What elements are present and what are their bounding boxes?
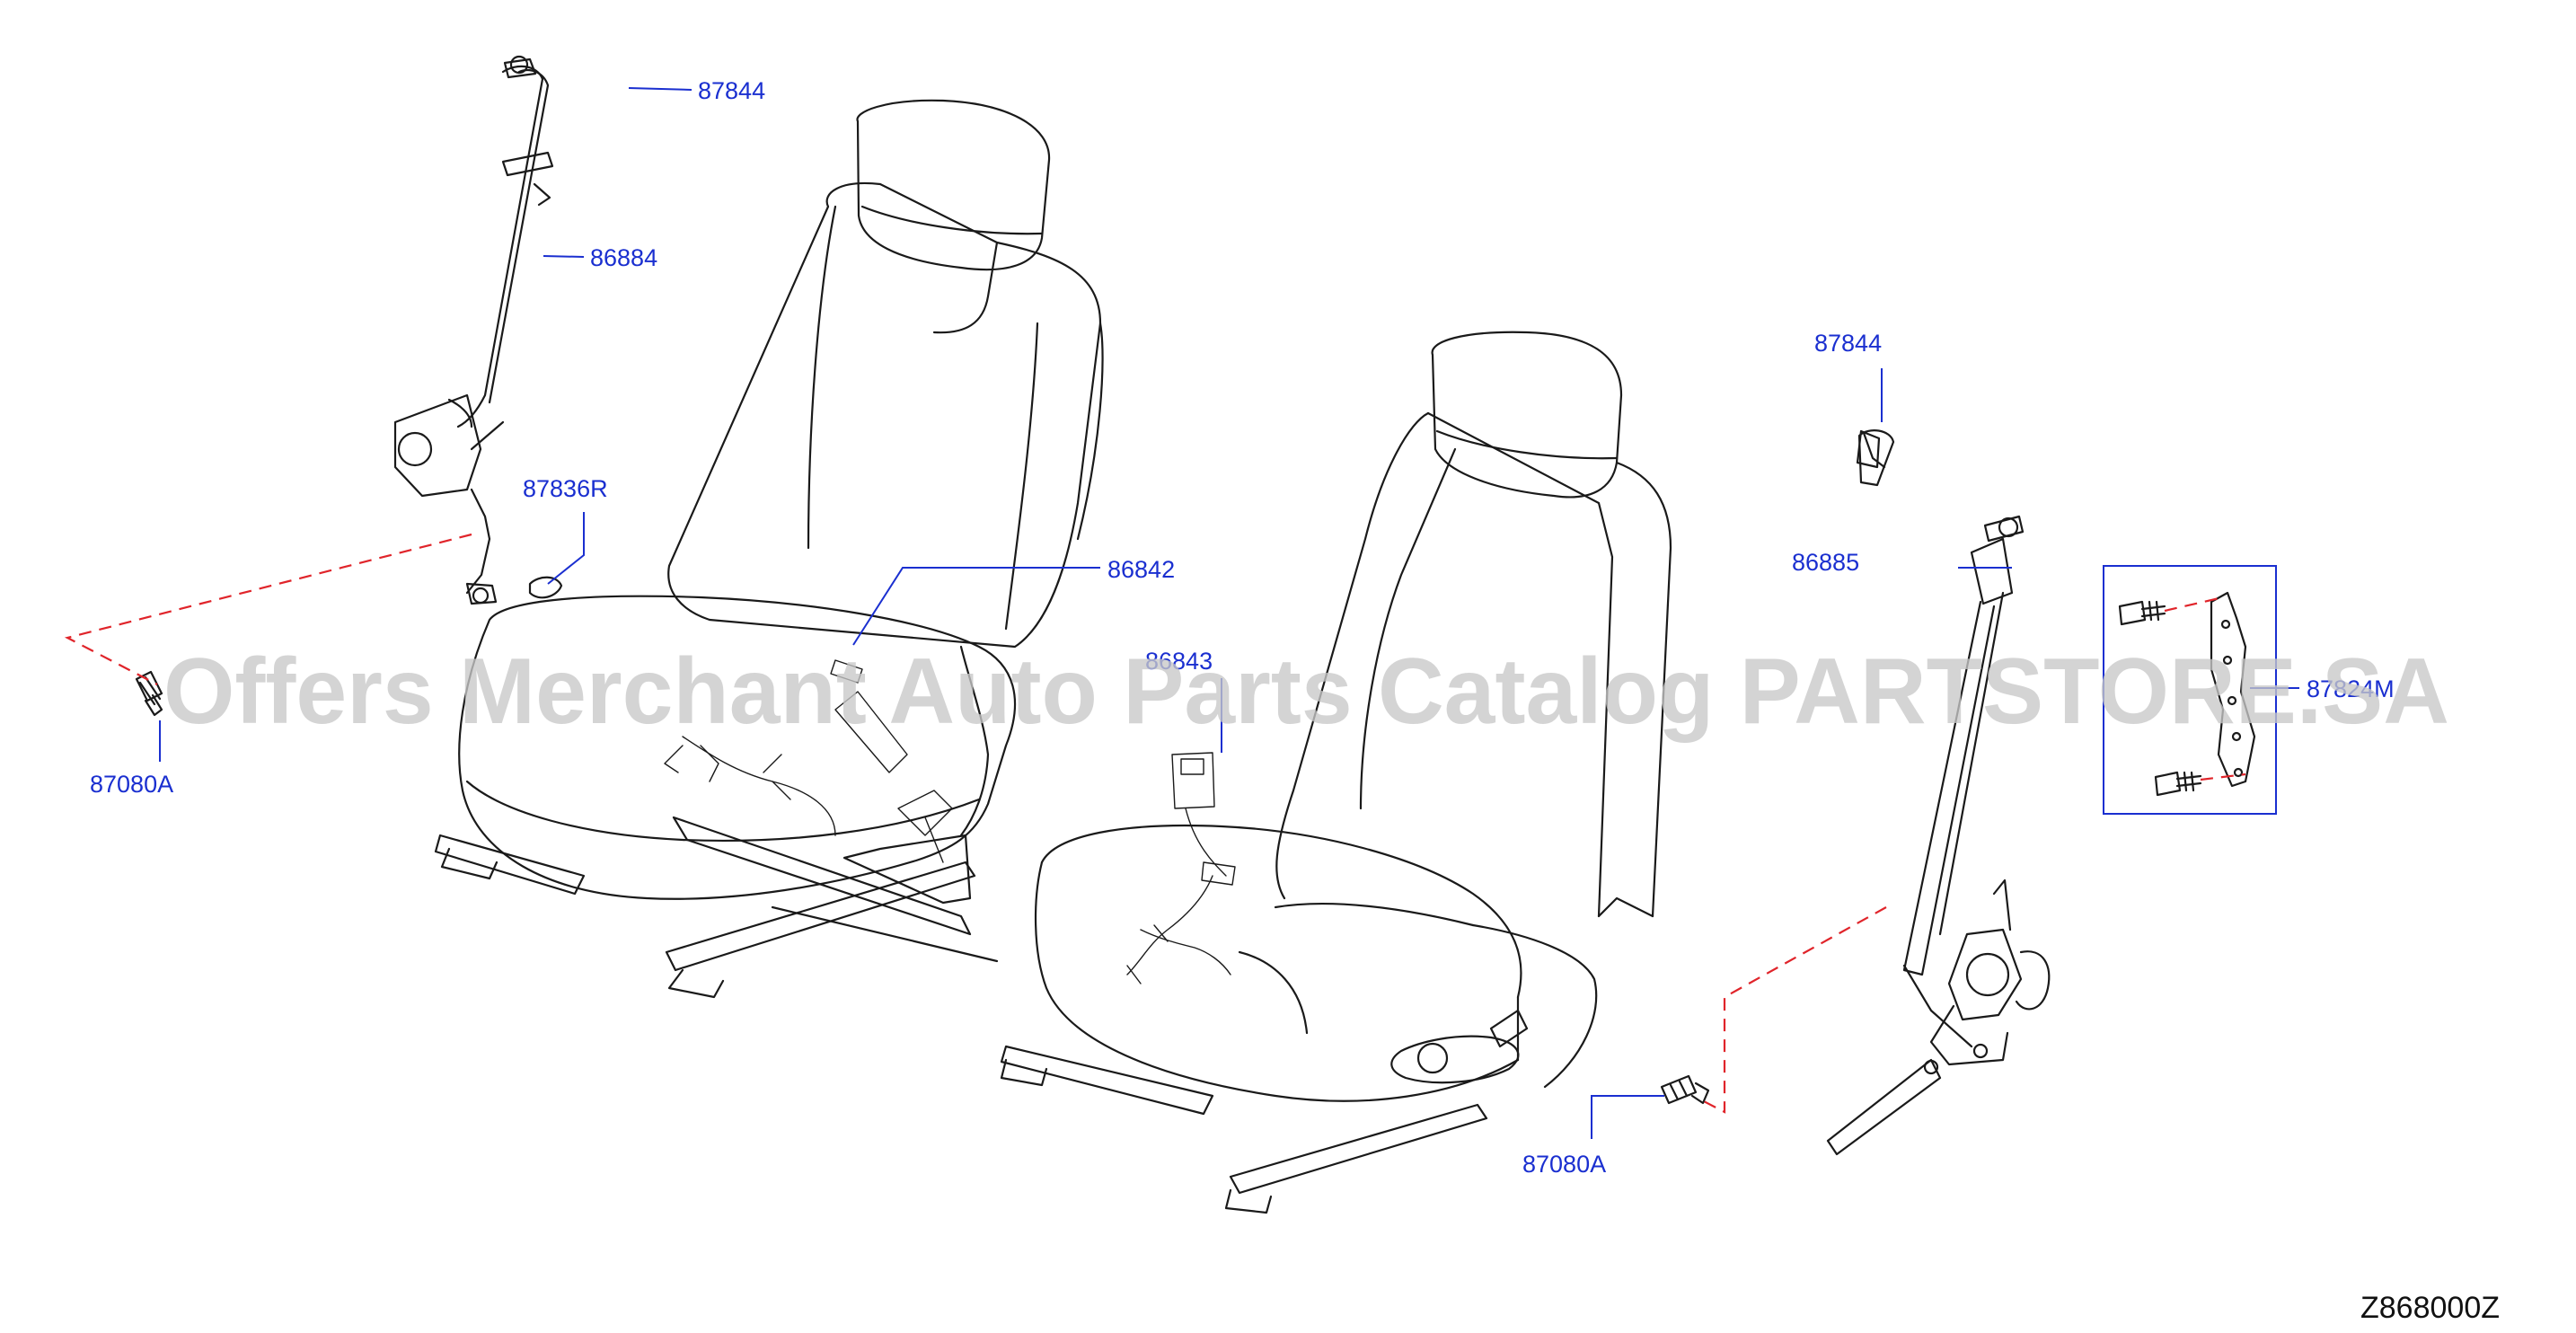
callout-87844-right: 87844: [1814, 330, 1882, 357]
callout-87836r: 87836R: [523, 475, 608, 502]
callout-87844-left: 87844: [698, 77, 765, 104]
right-seat-belt: [1826, 429, 2051, 1156]
callout-87080a-right: 87080A: [1522, 1151, 1606, 1178]
watermark: Offers Merchant Auto Parts Catalog PARTS…: [163, 640, 2449, 744]
bracket-87824m: [2118, 591, 2256, 797]
callout-87824m: 87824M: [2307, 675, 2395, 702]
attach-guide-bracket-top: [2164, 596, 2224, 613]
attach-guide-right: [1701, 906, 1887, 1114]
left-seat: [434, 99, 1104, 999]
attach-guide-left: [64, 533, 472, 685]
callout-leaders: [159, 87, 2299, 1139]
right-seat: [1000, 331, 1672, 1214]
callout-86885: 86885: [1792, 549, 1859, 576]
callout-86842: 86842: [1107, 556, 1175, 583]
callout-86884: 86884: [590, 244, 657, 271]
bolt-87080a-left: [135, 670, 163, 717]
callout-86843: 86843: [1145, 648, 1213, 675]
callout-87080a-left: 87080A: [90, 771, 173, 798]
attach-guide-bracket-bottom: [2200, 772, 2246, 781]
bolt-87080a-right: [1660, 1074, 1710, 1105]
diagram-code: Z868000Z: [2360, 1291, 2500, 1325]
left-seat-belt: [393, 55, 563, 605]
